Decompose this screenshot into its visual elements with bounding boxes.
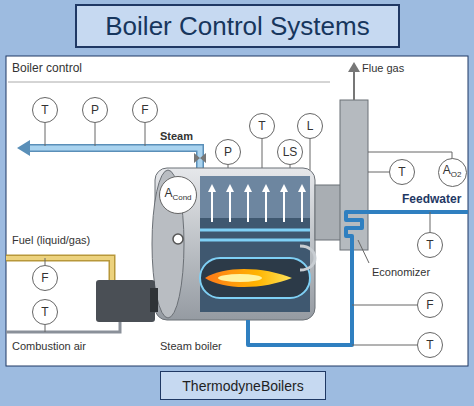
instrument-letter: F	[41, 271, 48, 285]
instrument-letter: A	[443, 163, 451, 177]
instrument-tag: T	[426, 239, 433, 251]
instrument-tag: AO2	[443, 164, 462, 179]
caption-text: ThermodyneBoilers	[182, 378, 303, 394]
steam-space	[200, 176, 310, 218]
instrument-tag: T	[258, 120, 265, 132]
instrument-tag: P	[91, 104, 99, 116]
white-panel	[6, 56, 468, 366]
flue-duct	[315, 185, 342, 240]
instrument-letter: L	[307, 119, 314, 133]
economizer-leader	[358, 240, 369, 263]
instrument-tag: T	[41, 104, 48, 116]
instrument-circle: L	[297, 113, 323, 139]
instrument-tag: L	[307, 120, 314, 132]
instrument-circle: T	[417, 232, 443, 258]
instrument-tag: P	[224, 146, 232, 158]
instrument-circle: P	[82, 97, 108, 123]
instrument-tag: F	[141, 104, 148, 116]
instrument-tag: T	[426, 339, 433, 351]
steam-pipe-outline	[30, 148, 200, 168]
burner	[96, 280, 155, 322]
instrument-tag: LS	[283, 146, 298, 158]
instrument-circle: P	[215, 139, 241, 165]
flame	[205, 269, 292, 287]
instrument-letter: T	[41, 103, 48, 117]
instrument-subscript: Cond	[172, 194, 191, 203]
caption-banner: ThermodyneBoilers	[160, 371, 326, 400]
instrument-letter: T	[426, 238, 433, 252]
instrument-letter: P	[224, 145, 232, 159]
pipe-label: Flue gas	[362, 62, 404, 75]
instrument-letter: T	[258, 119, 265, 133]
steam-arrow	[17, 140, 30, 156]
instrument-circle: F	[132, 97, 158, 123]
burner-nozzle	[150, 288, 158, 312]
furnace-tube	[200, 258, 310, 298]
instrument-circle: T	[249, 113, 275, 139]
instrument-letter: LS	[283, 145, 298, 159]
instrument-circle: T	[32, 97, 58, 123]
pipe-label: Combustion air	[12, 340, 86, 353]
instrument-letter: F	[141, 103, 148, 117]
gas-return	[300, 246, 315, 270]
boiler-cutaway	[200, 176, 310, 312]
fuel-pipe-outline	[6, 258, 112, 280]
instrument-letter: T	[398, 165, 405, 179]
instrument-circle: T	[417, 332, 443, 358]
instrument-letter: F	[426, 298, 433, 312]
instrument-subscript: O2	[451, 171, 462, 180]
instrument-circle: F	[32, 265, 58, 291]
pipe-label: Steam boiler	[160, 340, 222, 353]
instrument-letter: T	[41, 305, 48, 319]
flame-core	[218, 274, 262, 282]
steam-valve	[194, 153, 206, 163]
instrument-tag: F	[426, 299, 433, 311]
instrument-circle: AO2	[438, 158, 467, 187]
instrument-circle: LS	[277, 139, 303, 165]
combustion-air-line	[6, 322, 120, 332]
instrument-tag: ACond	[164, 187, 191, 202]
instrument-circle: ACond	[159, 176, 197, 214]
instrument-letter: T	[426, 338, 433, 352]
pipe-label: Steam	[160, 130, 193, 143]
instrument-tag: T	[398, 166, 405, 178]
title-text: Boiler Control Systems	[105, 11, 369, 42]
instrument-tag: F	[41, 272, 48, 284]
steam-arrow-heads	[208, 184, 306, 192]
title-banner: Boiler Control Systems	[75, 4, 400, 48]
instrument-circle: T	[389, 159, 415, 185]
instrument-circle: T	[32, 299, 58, 325]
pipe-label: Fuel (liquid/gas)	[12, 234, 90, 247]
pipe-label: Economizer	[372, 266, 430, 279]
flue-gas-arrow	[353, 70, 355, 100]
instrument-letter: A	[164, 186, 172, 200]
instrument-tag: T	[41, 306, 48, 318]
pipe-label: Feedwater	[402, 193, 461, 207]
pipe-label: Boiler control	[12, 62, 82, 76]
steam-arrows	[212, 190, 302, 222]
feedwater-pipe	[248, 212, 468, 345]
instrument-circle: F	[417, 292, 443, 318]
instrument-letter: P	[91, 103, 99, 117]
flue-gas-arrow-head	[348, 62, 360, 72]
steam-pipe	[30, 148, 200, 168]
fuel-pipe	[6, 258, 112, 280]
instrument-lines-right	[352, 152, 452, 345]
conductivity-probe	[173, 234, 183, 244]
water-tubes	[200, 230, 310, 240]
heading-rule	[8, 82, 330, 83]
